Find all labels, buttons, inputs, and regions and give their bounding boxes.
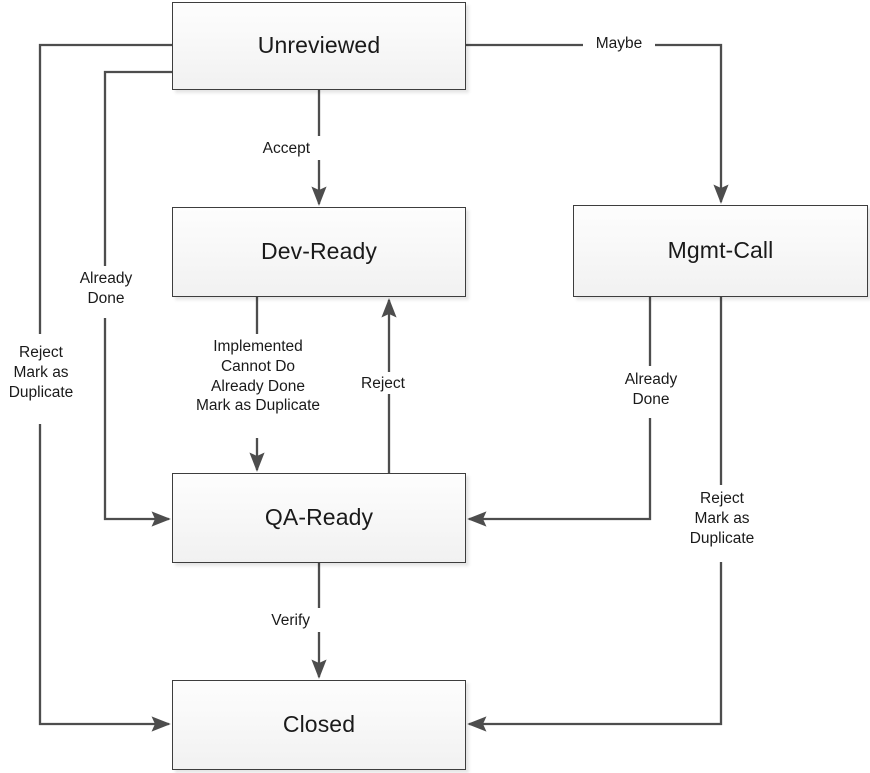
edge-mgmt-call-to-qa-ready-bottom [467, 418, 652, 527]
state-node-dev-ready[interactable]: Dev-Ready [172, 207, 466, 297]
state-node-mgmt-call[interactable]: Mgmt-Call [573, 205, 868, 297]
state-label-qa-ready: QA-Ready [264, 504, 374, 531]
edge-label-dev-to-qa-transitions: Implemented Cannot Do Already Done Mark … [192, 337, 324, 417]
edge-label-verify: Verify [268, 611, 313, 631]
state-node-unreviewed[interactable]: Unreviewed [172, 2, 466, 90]
state-label-mgmt-call: Mgmt-Call [667, 237, 774, 264]
edge-label-reject: Reject [358, 374, 408, 394]
edge-label-reject-duplicate-right: Reject Mark as Duplicate [686, 489, 758, 549]
edge-unreviewed-to-mgmt-call-right [655, 43, 729, 204]
edge-label-already-done-right: Already Done [621, 370, 681, 410]
edge-label-already-done-left: Already Done [76, 269, 136, 309]
edge-label-maybe: Maybe [592, 34, 646, 54]
edge-unreviewed-to-closed-bottom [38, 424, 171, 732]
state-label-dev-ready: Dev-Ready [261, 238, 377, 265]
state-label-unreviewed: Unreviewed [257, 32, 381, 59]
state-node-closed[interactable]: Closed [172, 680, 466, 770]
edge-unreviewed-to-closed-top [38, 43, 172, 334]
edge-label-accept: Accept [259, 139, 313, 159]
edge-label-reject-duplicate-left: Reject Mark as Duplicate [5, 343, 77, 403]
edge-mgmt-call-to-closed-bottom [467, 562, 723, 732]
state-node-qa-ready[interactable]: QA-Ready [172, 473, 466, 563]
edge-unreviewed-to-qa-ready-top [103, 70, 172, 266]
edge-unreviewed-to-qa-ready-bottom [103, 318, 171, 527]
state-label-closed: Closed [282, 711, 356, 738]
